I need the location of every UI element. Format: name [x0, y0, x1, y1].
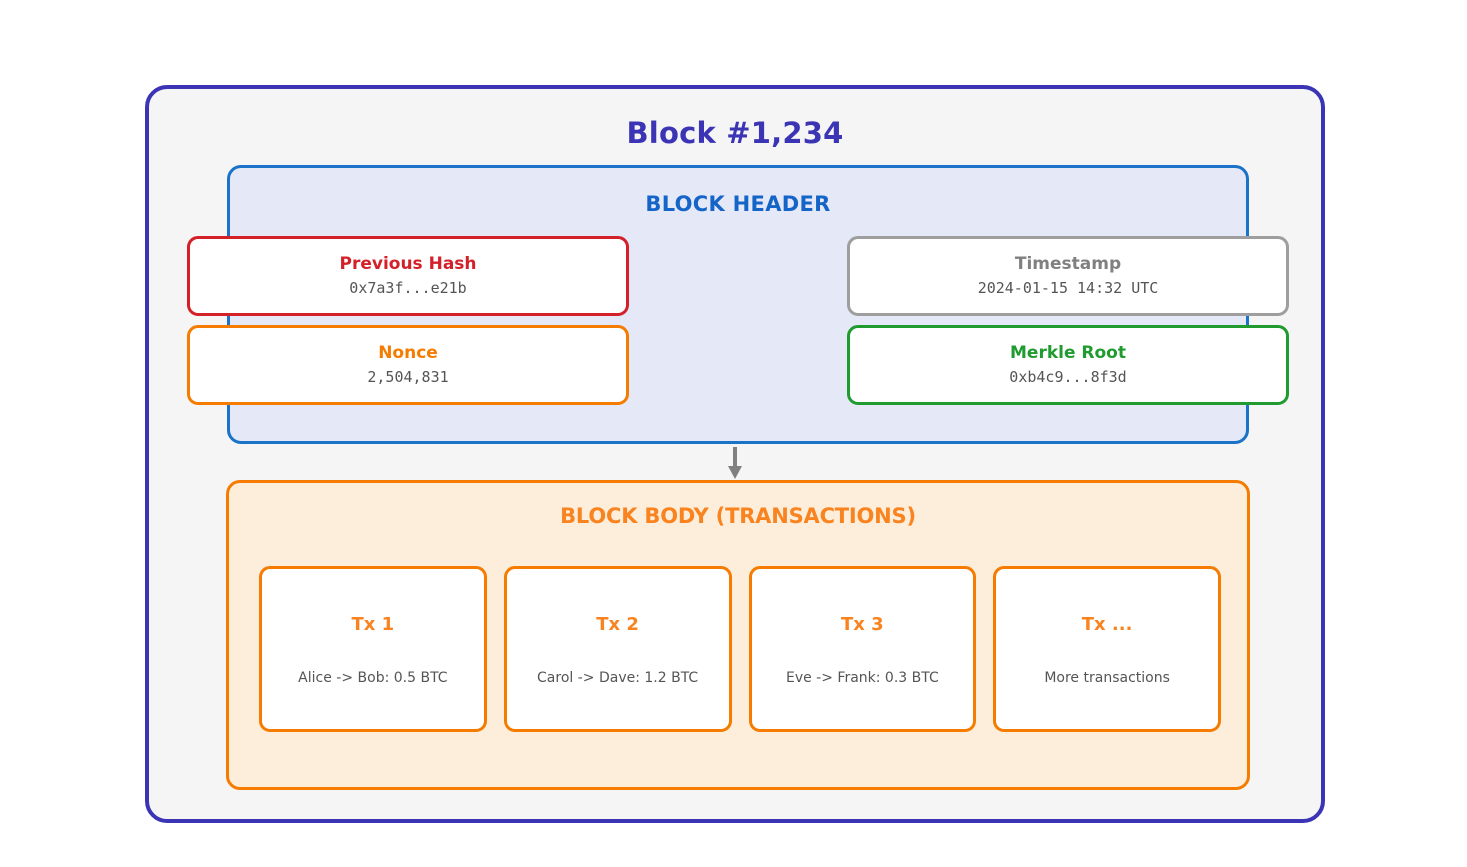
block-body-section: BLOCK BODY (TRANSACTIONS) Tx 1 Alice -> …: [226, 480, 1250, 790]
field-label: Merkle Root: [1010, 343, 1126, 364]
field-value: 0xb4c9...8f3d: [1009, 367, 1127, 386]
transaction-description: More transactions: [1044, 670, 1170, 686]
transaction-card[interactable]: Tx ... More transactions: [993, 566, 1221, 732]
field-timestamp[interactable]: Timestamp 2024-01-15 14:32 UTC: [847, 236, 1289, 316]
transaction-description: Eve -> Frank: 0.3 BTC: [785, 670, 939, 686]
field-merkle-root[interactable]: Merkle Root 0xb4c9...8f3d: [847, 325, 1289, 405]
transaction-title: Tx 2: [596, 614, 639, 635]
transaction-card[interactable]: Tx 2 Carol -> Dave: 1.2 BTC: [503, 566, 732, 732]
transaction-description: Alice -> Bob: 0.5 BTC: [298, 670, 448, 686]
field-value: 2,504,831: [367, 367, 449, 386]
block-body-title: BLOCK BODY (TRANSACTIONS): [560, 504, 916, 528]
transaction-title: Tx ...: [1081, 614, 1133, 635]
field-label: Timestamp: [1014, 254, 1122, 275]
field-previous-hash[interactable]: Previous Hash 0x7a3f...e21b: [187, 236, 629, 316]
transaction-title: Tx 1: [351, 614, 395, 635]
transaction-card[interactable]: Tx 1 Alice -> Bob: 0.5 BTC: [259, 566, 487, 732]
block-container: Block #1,234 BLOCK HEADER Previous Hash …: [145, 85, 1325, 823]
transaction-description: Carol -> Dave: 1.2 BTC: [537, 670, 699, 686]
page-title: Block #1,234: [626, 116, 844, 150]
field-label: Previous Hash: [339, 254, 477, 275]
transaction-list: Tx 1 Alice -> Bob: 0.5 BTC Tx 2 Carol ->…: [259, 566, 1221, 732]
field-label: Nonce: [378, 343, 438, 364]
transaction-card[interactable]: Tx 3 Eve -> Frank: 0.3 BTC: [748, 566, 977, 732]
field-nonce[interactable]: Nonce 2,504,831: [187, 325, 629, 405]
field-value: 0x7a3f...e21b: [349, 278, 467, 297]
block-header-title: BLOCK HEADER: [645, 192, 831, 216]
arrow-down-icon: [728, 447, 742, 479]
field-value: 2024-01-15 14:32 UTC: [977, 278, 1159, 297]
transaction-title: Tx 3: [841, 614, 884, 635]
